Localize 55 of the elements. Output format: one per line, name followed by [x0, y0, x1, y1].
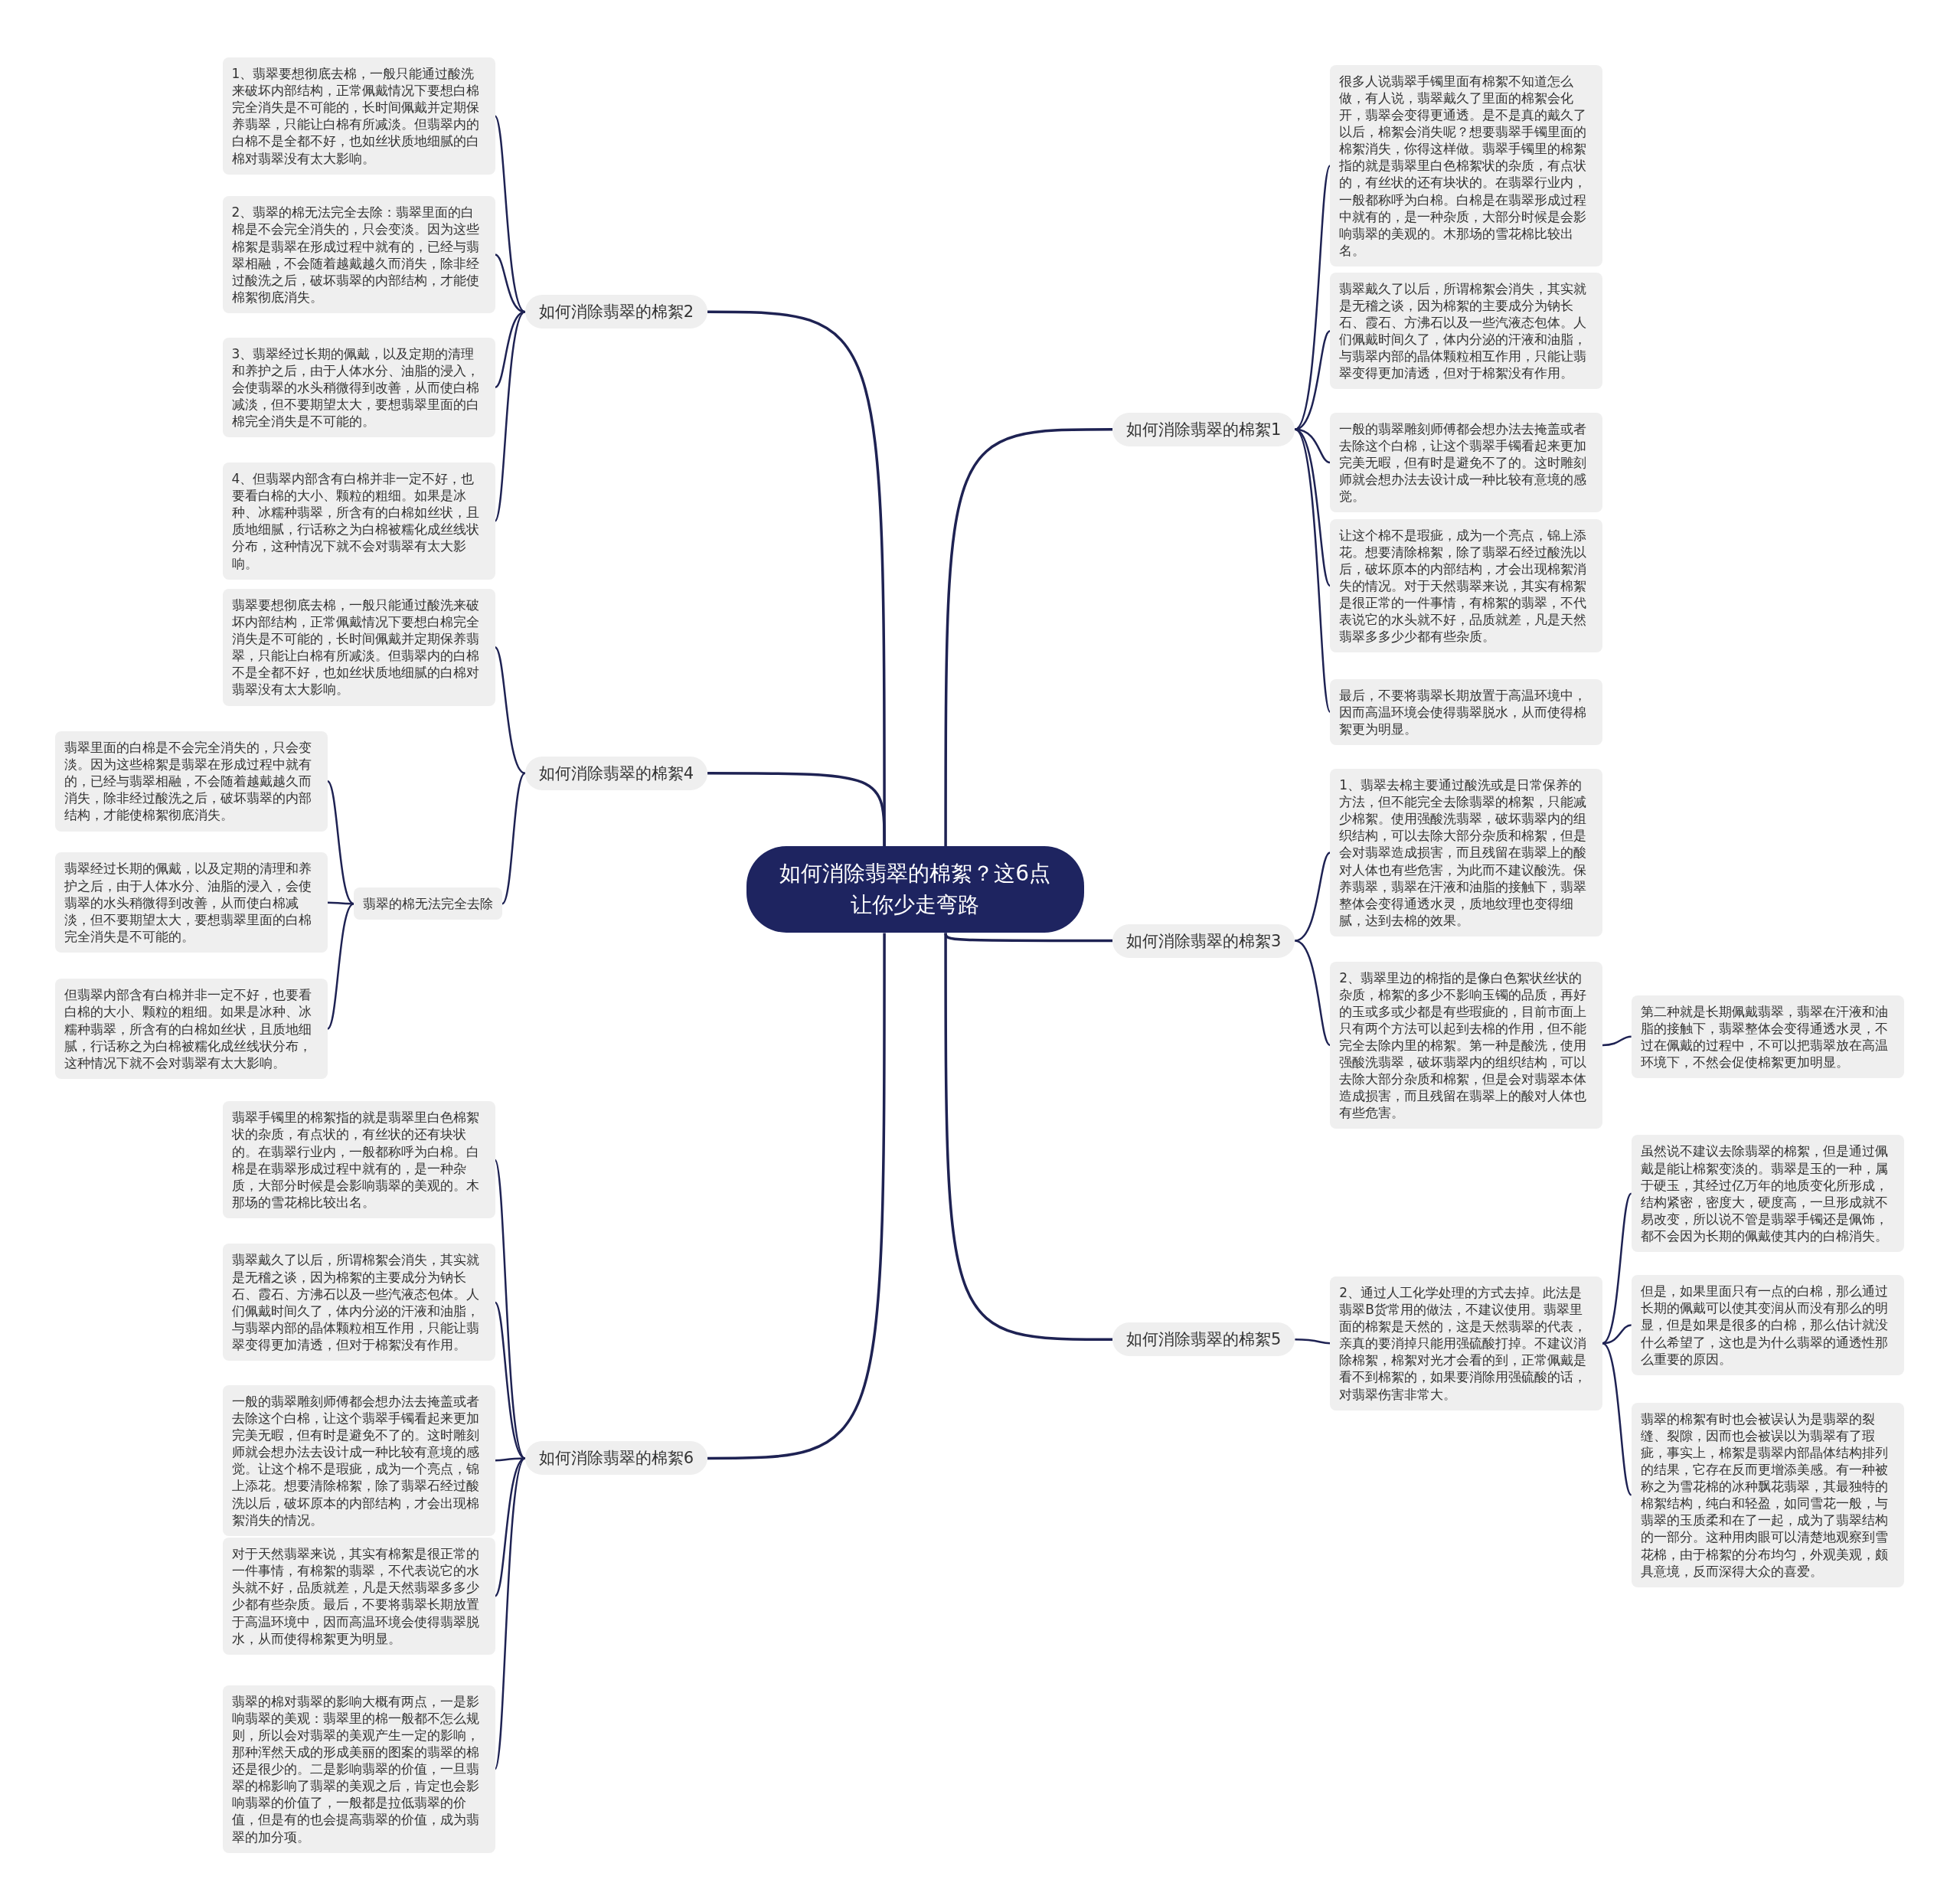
note-card: 翡翠的棉对翡翠的影响大概有两点，一是影响翡翠的美观：翡翠里的棉一般都不怎么规则，所以会对翡翠的美观产生一定的影响，那种浑然天成的形成美丽的图案的翡翠的棉还是很少的。二是影响翡翠的价值，一旦翡翠的棉影响了翡翠的美观之后，肯定也会影响翡翠的价值了，一般都是拉低翡翠的价值，但是有的也会提高翡翠的价值，成为翡翠的加分项。 — [222, 1685, 495, 1853]
note-card: 1、翡翠要想彻底去棉，一般只能通过酸洗来破坏内部结构，正常佩戴情况下要想白棉完全消失是不可能的，长时间佩戴并定期保养翡翠，只能让白棉有所减淡。但翡翠内的白棉不是全都不好，也如丝状质地细腻的白棉对翡翠没有太大影响。 — [222, 57, 495, 175]
connector — [495, 1457, 525, 1462]
connector — [326, 903, 354, 1030]
note-card: 对于天然翡翠来说，其实有棉絮是很正常的一件事情，有棉絮的翡翠，不代表说它的水头就不好，品质就差，凡是天然翡翠多多少少都有些杂质。最后，不要将翡翠长期放置于高温环境中，因而高温环境会使得翡翠脱水，从而使得棉絮更为明显。 — [222, 1538, 495, 1655]
branch-topic: 如何消除翡翠的棉絮4 — [524, 756, 708, 790]
branch-topic: 如何消除翡翠的棉絮2 — [524, 295, 708, 329]
branch-topic: 如何消除翡翠的棉絮6 — [524, 1441, 708, 1476]
connector — [707, 933, 886, 1460]
connector — [944, 933, 1113, 1342]
note-card: 2、通过人工化学处理的方式去掉。此法是翡翠B货常用的做法，不建议使用。翡翠里面的棉絮是天然的，这是天然翡翠的代表，亲真的要消掉只能用强硫酸打掉。不建议消除棉絮，棉絮对光才会看的到，正常佩戴是看不到棉絮的，如果要消除用强硫酸的话，对翡翠伤害非常大。 — [1330, 1276, 1603, 1410]
note-card: 让这个棉不是瑕疵，成为一个亮点，锦上添花。想要清除棉絮，除了翡翠石经过酸洗以后，破坏原本的内部结构，才会出现棉絮消失的情况。对于天然翡翠来说，其实有棉絮是很正常的一件事情，有棉絮的翡翠，不代表说它的水头就不好，品质就差，凡是天然翡翠多多少少都有些杂质。 — [1330, 518, 1603, 653]
connector — [501, 772, 526, 905]
note-card: 但是，如果里面只有一点的白棉，那么通过长期的佩戴可以使其变润从而没有那么的明显，但是如果是很多的白棉，那么估计就没什么希望了，这也是为什么翡翠的通透性那么重要的原因。 — [1631, 1275, 1904, 1375]
connector — [494, 646, 526, 774]
connector — [1602, 1192, 1632, 1345]
connector — [1295, 851, 1331, 942]
connector — [1294, 428, 1331, 713]
note-card: 虽然说不建议去除翡翠的棉絮，但是通过佩戴是能让棉絮变淡的。翡翠是玉的一种，属于硬玉，其经过亿万年的地质变化所形成，结构紧密，密度大，硬度高，一旦形成就不易改变，所以说不管是翡翠手镯还是佩饰，都不会因为长期的佩戴使其内的白棉消失。 — [1631, 1135, 1904, 1252]
connector — [494, 115, 526, 313]
note-card: 翡翠手镯里的棉絮指的就是翡翠里白色棉絮状的杂质，有点状的，有丝状的还有块状的。在翡翠行业内，一般都称呼为白棉。白棉是在翡翠形成过程中就有的，是一种杂质，大部分时候是会影响翡翠的美观的。木那场的雪花棉比较出名。 — [222, 1101, 495, 1218]
connector — [944, 428, 1113, 847]
note-card: 翡翠里面的白棉是不会完全消失的，只会变淡。因为这些棉絮是翡翠在形成过程中就有的，已经与翡翠相融，不会随着越戴越久而消失，除非经过酸洗之后，破坏翡翠的内部结构，才能使棉絮彻底消失。 — [54, 731, 328, 832]
connector — [1295, 1339, 1331, 1345]
note-card: 一般的翡翠雕刻师傅都会想办法去掩盖或者去除这个白棉，让这个翡翠手镯看起来更加完美无暇，但有时是避免不了的。这时雕刻师就会想办法去设计成一种比较有意境的感觉。 — [1330, 412, 1603, 513]
connector — [495, 253, 525, 313]
note-card: 2、翡翠里边的棉指的是像白色絮状丝状的杂质，棉絮的多少不影响玉镯的品质，再好的玉或多或少都是有些瑕疵的，目前市面上只有两个方法可以起到去棉的作用，但不能完全去除内里的棉絮。第一种是酸洗，使用强酸洗翡翠，破坏翡翠内的组织结构，可以去除大部分杂质和棉絮，但是会对翡翠本体造成损害，而且残留在翡翠上的酸对人体也有些危害。 — [1330, 961, 1603, 1129]
note-card: 3、翡翠经过长期的佩戴，以及定期的清理和养护之后，由于人体水分、油脂的浸入，会使翡翠的水头稍微得到改善，从而使白棉减淡，但不要期望太大，要想翡翠里面的白棉完全消失是不可能的。 — [222, 337, 495, 438]
connector — [494, 311, 526, 521]
note-card: 但翡翠内部含有白棉并非一定不好，也要看白棉的大小、颗粒的粗细。如果是冰种、冰糯种翡翠，所含有的白棉如丝状，且质地细腻，行话称之为白棉被糯化成丝线状分布，这种情况下就不会对翡翠有太大影响。 — [54, 979, 328, 1079]
note-card: 2、翡翠的棉无法完全去除：翡翠里面的白棉是不会完全消失的，只会变淡。因为这些棉絮是翡翠在形成过程中就有的，已经与翡翠相融，不会随着越戴越久而消失，除非经过酸洗之后，破坏翡翠的内部结构，才能使棉絮彻底消失。 — [222, 196, 495, 313]
note-card: 翡翠要想彻底去棉，一般只能通过酸洗来破坏内部结构，正常佩戴情况下要想白棉完全消失是不可能的，长时间佩戴并定期保养翡翠，只能让白棉有所减淡。但翡翠内的白棉不是全都不好，也如丝状质地细腻的白棉对翡翠没有太大影响。 — [222, 588, 495, 706]
note-card: 翡翠戴久了以后，所谓棉絮会消失，其实就是无稽之谈，因为棉絮的主要成分为钠长石、霞石、方沸石以及一些汽液态包体。人们佩戴时间久了，体内分泌的汗液和油脂，与翡翠内部的晶体颗粒相互作用，只能让翡翠变得更加清透，但对于棉絮没有作用。 — [1330, 272, 1603, 390]
note-card: 最后，不要将翡翠长期放置于高温环境中，因而高温环境会使得翡翠脱水，从而使得棉絮更为明显。 — [1330, 678, 1603, 745]
note-card: 1、翡翠去棉主要通过酸洗或是日常保养的方法，但不能完全去除翡翠的棉絮，只能减少棉絮。使用强酸洗翡翠，破坏翡翠内的组织结构，可以去除大部分杂质和棉絮，但是会对翡翠造成损害，而且残留在翡翠上的酸对人体也有些危害，为此而不建议酸洗。保养翡翠，翡翠在汗液和油脂的接触下，翡翠整体会变得通透水灵，质地纹理也变得细腻，达到去棉的效果。 — [1330, 769, 1603, 936]
branch-topic: 如何消除翡翠的棉絮5 — [1112, 1322, 1295, 1357]
connector — [494, 1302, 526, 1459]
connector — [326, 780, 354, 905]
note-card: 很多人说翡翠手镯里面有棉絮不知道怎么做，有人说，翡翠戴久了里面的棉絮会化开，翡翠会变得更通透。是不是真的戴久了以后，棉絮会消失呢？想要翡翠手镯里面的棉絮消失，你得这样做。翡翠手镯里的棉絮指的就是翡翠里白色棉絮状的杂质，有点状的，有丝状的还有块状的。在翡翠行业内，一般都称呼为白棉。白棉是在翡翠形成过程中就有的，是一种杂质，大部分时候是会影响翡翠的美观的。木那场的雪花棉比较出名。 — [1330, 64, 1603, 266]
connector — [494, 1457, 526, 1770]
note-card: 第二种就是长期佩戴翡翠，翡翠在汗液和油脂的接触下，翡翠整体会变得通透水灵，不过在佩戴的过程中，不可以把翡翠放在高温环境下，不然会促使棉絮更加明显。 — [1631, 995, 1904, 1078]
note-card: 翡翠戴久了以后，所谓棉絮会消失，其实就是无稽之谈，因为棉絮的主要成分为钠长石、霞石、方沸石以及一些汽液态包体。人们佩戴时间久了，体内分泌的汗液和油脂，与翡翠内部的晶体颗粒相互作用，只能让翡翠变得更加清透，但对于棉絮没有作用。 — [222, 1244, 495, 1361]
connector — [1295, 940, 1331, 1046]
note-card: 翡翠的棉无法完全去除 — [354, 887, 503, 920]
connector — [1294, 165, 1331, 430]
connector — [1602, 1342, 1632, 1496]
branch-topic: 如何消除翡翠的棉絮1 — [1112, 412, 1295, 446]
note-card: 一般的翡翠雕刻师傅都会想办法去掩盖或者去除这个白棉，让这个翡翠手镯看起来更加完美无暇，但有时是避免不了的。这时雕刻师就会想办法去设计成一种比较有意境的感觉。让这个棉不是瑕疵，成为一个亮点，锦上添花。想要清除棉絮，除了翡翠石经过酸洗以后，破坏原本的内部结构，才会出现棉絮消失的情况。 — [222, 1384, 495, 1536]
note-card: 4、但翡翠内部含有白棉并非一定不好，也要看白棉的大小、颗粒的粗细。如果是冰种、冰糯种翡翠，所含有的白棉如丝状，且质地细腻，行话称之为白棉被糯化成丝线状分布，这种情况下就不会对翡翠有太大影响。 — [222, 463, 495, 580]
branch-topic: 如何消除翡翠的棉絮3 — [1112, 923, 1295, 958]
connector — [1602, 1035, 1632, 1047]
note-card: 翡翠的棉絮有时也会被误认为是翡翠的裂缝、裂隙，因而也会被误以为翡翠有了瑕疵，事实上，棉絮是翡翠内部晶体结构排列的结果，它存在反而更增添美感。有一种被称之为雪花棉的冰种飘花翡翠，其最独特的棉絮结构，纯白和轻盈，如同雪花一般，与翡翠的玉质柔和在了一起，成为了翡翠结构的一部分。这种用肉眼可以清楚地观察到雪花棉，由于棉絮的分布均匀，外观美观，颇具意境，反而深得大众的喜爱。 — [1631, 1402, 1904, 1587]
central-topic: 如何消除翡翠的棉絮？这6点让你少走弯路 — [746, 846, 1084, 933]
note-card: 翡翠经过长期的佩戴，以及定期的清理和养护之后，由于人体水分、油脂的浸入，会使翡翠的水头稍微得到改善，从而使白棉减淡，但不要期望太大，要想翡翠里面的白棉完全消失是不可能的。 — [54, 852, 328, 953]
connector — [707, 772, 886, 847]
